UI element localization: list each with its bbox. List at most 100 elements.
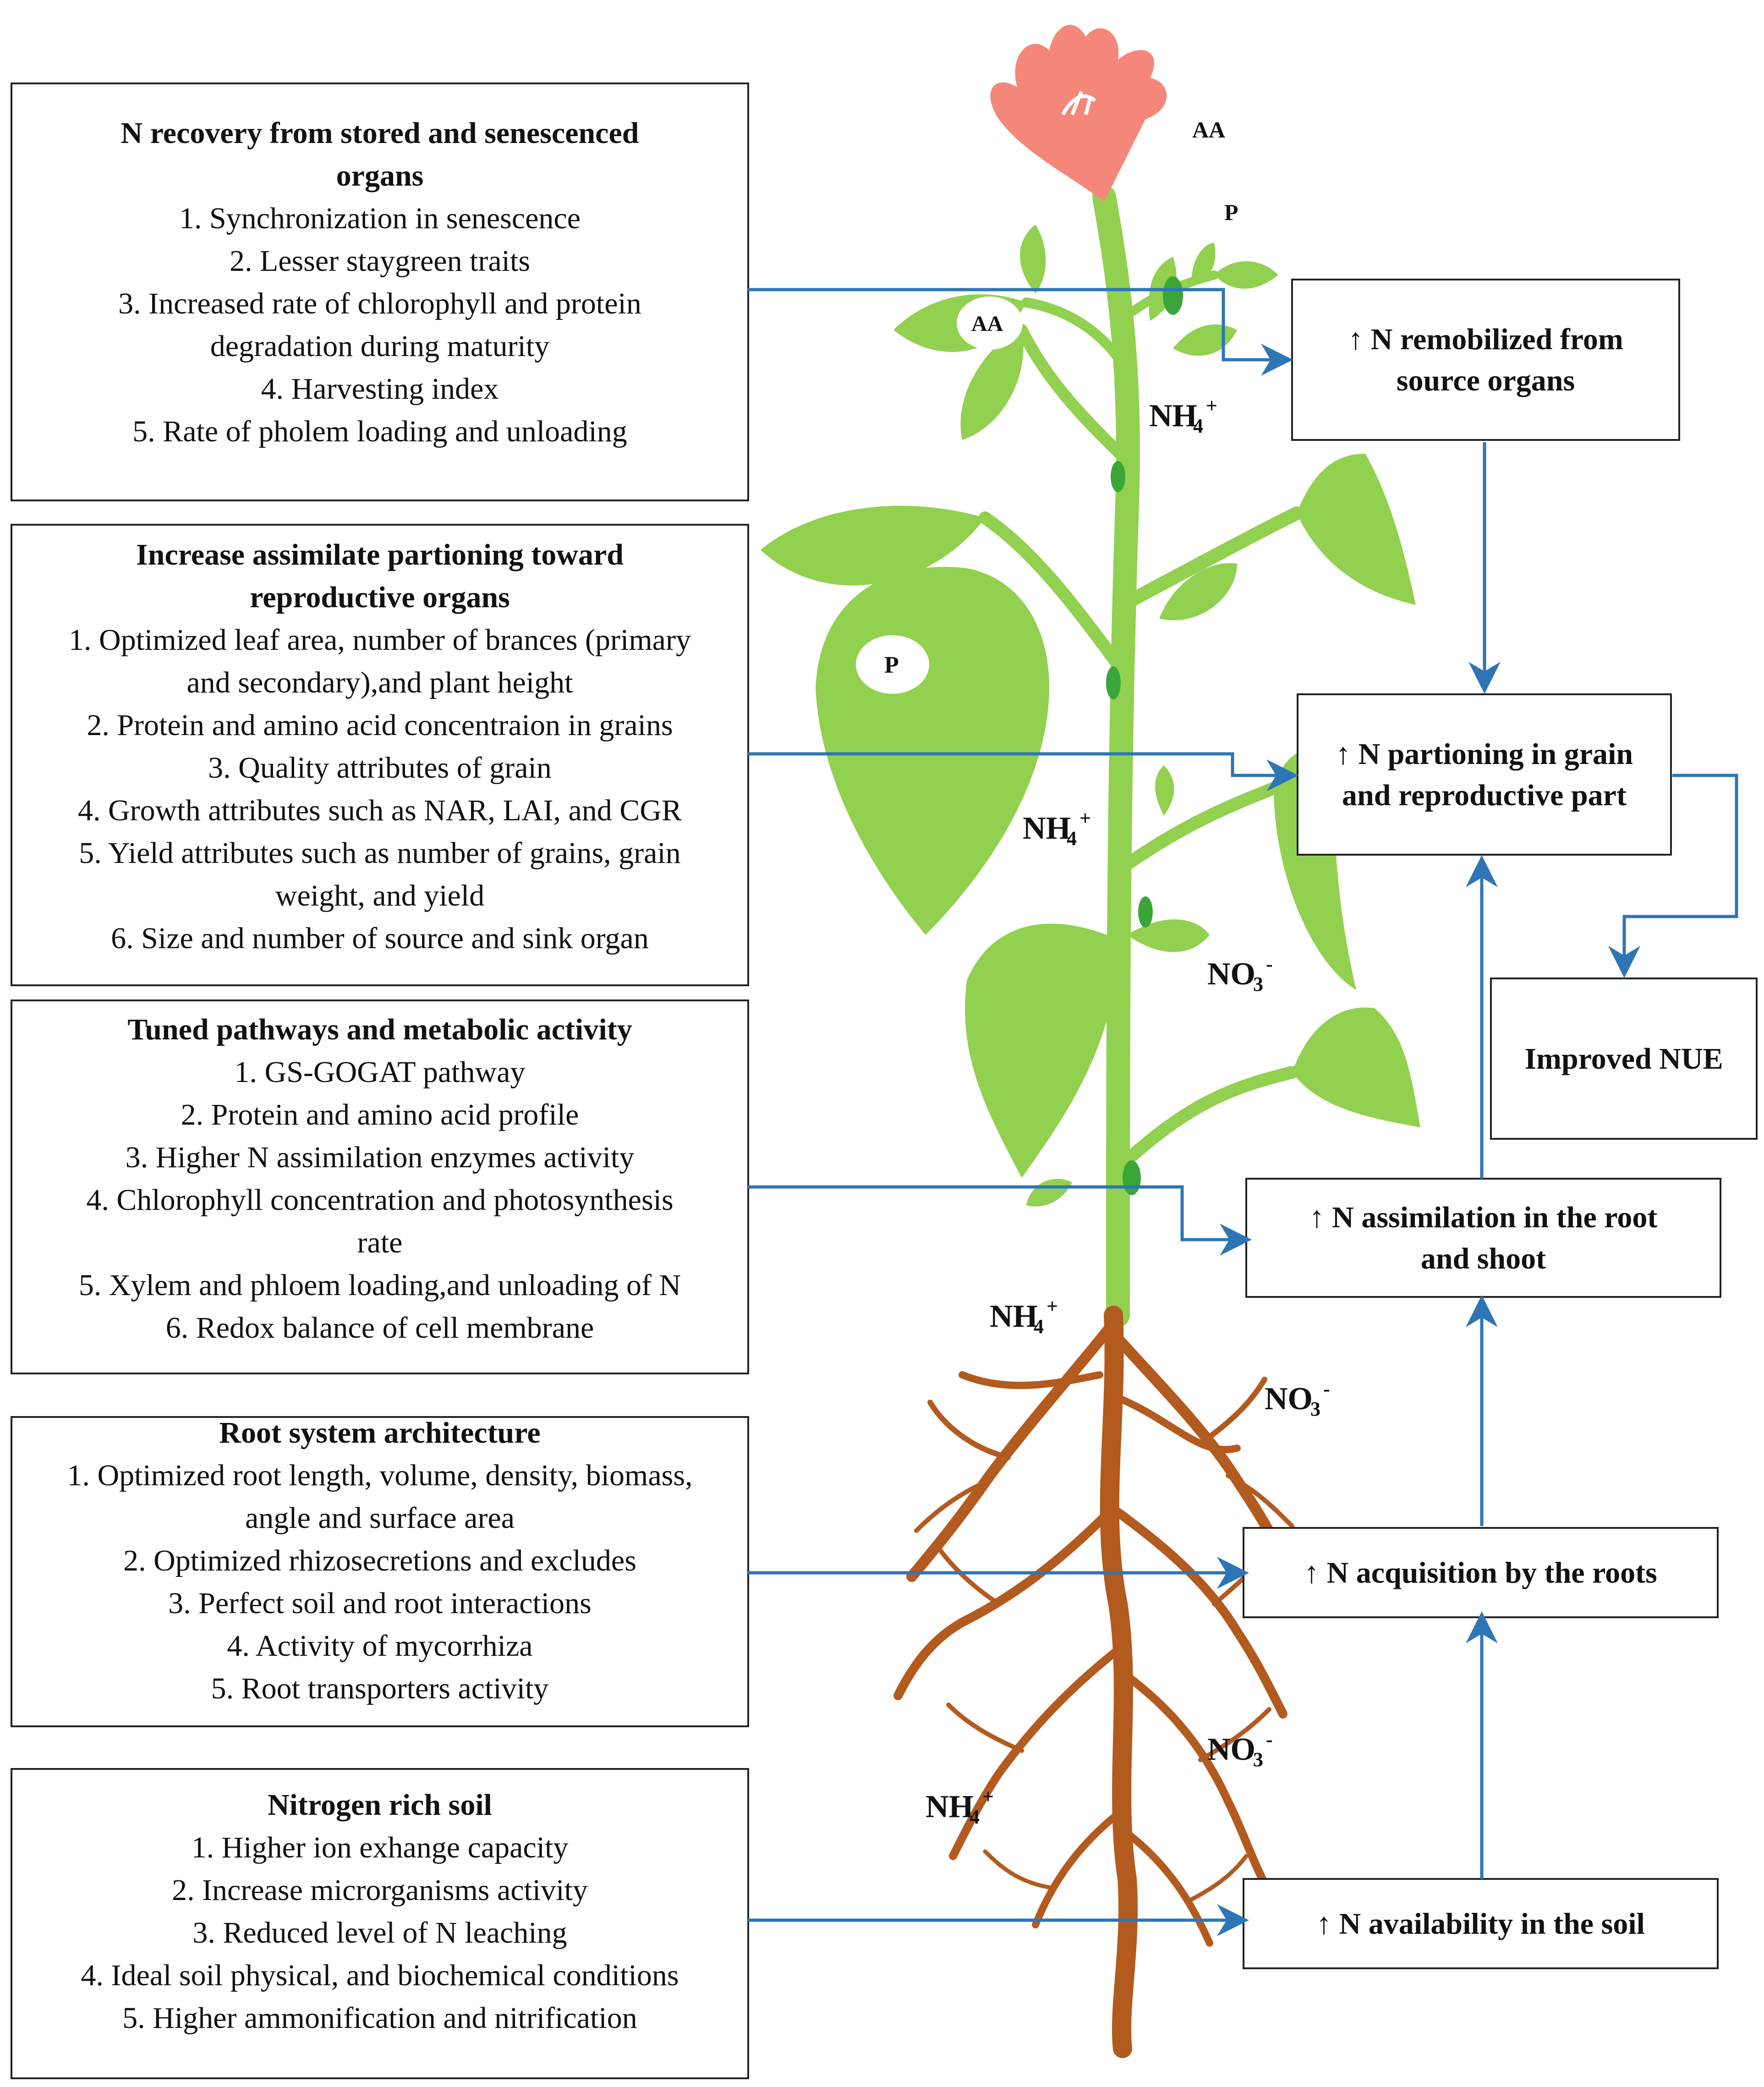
ion-symbol: NH xyxy=(1023,811,1071,846)
arrow-partioning-left-to-right xyxy=(748,752,1298,791)
result-box-label: ↑ N partioning in grain xyxy=(1336,737,1633,771)
result-box-label: Improved NUE xyxy=(1524,1042,1723,1076)
left-box-title: Increase assimilate partioning toward xyxy=(136,538,624,571)
p-bubble xyxy=(856,635,929,694)
left-box-item: 1. GS-GOGAT pathway xyxy=(235,1055,526,1089)
left-box-item: 5. Yield attributes such as number of gr… xyxy=(79,836,681,870)
ion-superscript: + xyxy=(982,1785,994,1808)
ion-subscript: 3 xyxy=(1253,973,1263,995)
stem-node xyxy=(1111,461,1125,492)
right-boxes: ↑ N remobilized from source organs ↑ N par… xyxy=(1243,279,1758,1969)
left-box-item: 5. Rate of pholem loading and unloading xyxy=(132,415,627,448)
result-box-remobilized: ↑ N remobilized from source organs xyxy=(1291,279,1680,441)
ion-superscript: - xyxy=(1266,1728,1273,1751)
p-label-leaf: P xyxy=(884,652,899,678)
branch xyxy=(1112,1066,1298,1175)
ion-symbol: NH xyxy=(926,1789,974,1824)
leaf xyxy=(1020,225,1046,293)
left-box-frame xyxy=(11,524,749,986)
leaf xyxy=(1127,919,1210,952)
branch xyxy=(979,511,1124,671)
branch xyxy=(1016,324,1131,464)
left-box-item: 3. Reduced level of N leaching xyxy=(192,1916,567,1950)
stem-node xyxy=(1163,276,1183,315)
result-box-availability: ↑ N availability in the soil xyxy=(1243,1878,1719,1969)
left-box-item: 5. Root transporters activity xyxy=(211,1672,549,1705)
left-box-item: 6. Size and number of source and sink or… xyxy=(111,922,649,955)
result-box-acquisition: ↑ N acquisition by the roots xyxy=(1243,1527,1719,1618)
result-box-label: ↑ N remobilized from xyxy=(1348,323,1623,356)
ion-symbol: NO xyxy=(1207,956,1255,992)
aa-label-top: AA xyxy=(1192,117,1225,143)
left-box: Tuned pathways and metabolic activity1. … xyxy=(11,1000,749,1374)
left-box-item: 4. Activity of mycorrhiza xyxy=(227,1629,532,1663)
left-box-item: 4. Ideal soil physical, and biochemical … xyxy=(81,1959,679,1992)
ion-subscript: 3 xyxy=(1310,1398,1320,1420)
root-system xyxy=(893,1306,1294,2058)
ion-symbol: NO xyxy=(1207,1732,1255,1767)
branch xyxy=(1112,782,1280,877)
leaf xyxy=(1191,243,1216,284)
ion-superscript: + xyxy=(1046,1295,1058,1318)
branch xyxy=(1116,506,1304,612)
leaf xyxy=(1292,1007,1420,1127)
result-box-label: ↑ N availability in the soil xyxy=(1316,1907,1645,1941)
ion-symbol: NH xyxy=(1149,398,1197,434)
result-box-label: source organs xyxy=(1397,364,1575,397)
result-box-assimilation: ↑ N assimilation in the root and shoot xyxy=(1245,1178,1721,1298)
ion-superscript: + xyxy=(1079,807,1091,829)
leaf xyxy=(816,567,1049,935)
left-box-item: 1. Higher ion exhange capacity xyxy=(192,1831,569,1864)
left-box: Increase assimilate partioning towardrep… xyxy=(11,524,749,986)
nh4-ion-label: NH4+ xyxy=(1023,807,1091,850)
branch xyxy=(1021,297,1123,362)
leaf xyxy=(965,923,1118,1178)
left-boxes: N recovery from stored and senescencedor… xyxy=(11,82,749,2079)
left-box-item: 4. Harvesting index xyxy=(261,372,499,406)
left-box-item: angle and surface area xyxy=(245,1501,515,1535)
left-box: N recovery from stored and senescencedor… xyxy=(11,82,749,501)
left-box-item: 1. Synchronization in senescence xyxy=(179,202,581,235)
ion-subscript: 3 xyxy=(1253,1748,1263,1771)
result-box-frame xyxy=(1245,1178,1721,1298)
result-box-frame xyxy=(1490,978,1758,1140)
ion-subscript: 4 xyxy=(1193,415,1203,437)
connector-arrows xyxy=(748,288,1738,1936)
nh4-ion-label: NH4+ xyxy=(926,1785,994,1828)
leaf xyxy=(1159,563,1237,621)
result-box-label: and reproductive part xyxy=(1342,779,1627,812)
ion-subscript: 4 xyxy=(1034,1315,1044,1338)
left-box-item: 5. Higher ammonification and nitrificati… xyxy=(122,2001,637,2035)
left-box-item: 1. Optimized leaf area, number of brance… xyxy=(69,623,691,657)
left-box-item: 6. Redox balance of cell membrane xyxy=(166,1311,594,1345)
left-box-item: 2. Lesser staygreen traits xyxy=(230,244,530,278)
left-box-item: degradation during maturity xyxy=(210,330,549,363)
leaf xyxy=(960,325,1024,440)
nh4-ion-label: NH4+ xyxy=(1149,395,1217,437)
result-box-partioning: ↑ N partioning in grain and reproductive … xyxy=(1297,693,1672,856)
main-stem xyxy=(1092,185,1140,1327)
leaf xyxy=(1026,1179,1072,1207)
ion-superscript: - xyxy=(1323,1378,1330,1400)
ion-symbol: NO xyxy=(1265,1381,1313,1417)
leaf xyxy=(1214,261,1278,289)
left-box-item: weight, and yield xyxy=(275,879,484,912)
ion-labels: NH4+NH4+NO3-NH4+NO3-NO3-NH4+ xyxy=(926,395,1330,1828)
left-box-frame xyxy=(11,1768,749,2079)
ion-symbol: NH xyxy=(990,1299,1038,1334)
leaf xyxy=(1274,748,1356,990)
left-box-title: organs xyxy=(336,159,424,192)
left-box-item: rate xyxy=(357,1226,403,1259)
p-label-top: P xyxy=(1224,199,1238,225)
result-box-label: and shoot xyxy=(1421,1242,1546,1275)
ion-superscript: + xyxy=(1206,395,1217,417)
result-box-label: ↑ N assimilation in the root xyxy=(1309,1201,1658,1234)
leaf xyxy=(1173,324,1237,356)
left-box-item: 4. Growth attributes such as NAR, LAI, a… xyxy=(78,794,682,827)
arrow-recovery-to-remobilized xyxy=(748,288,1293,376)
leaf xyxy=(1155,765,1174,816)
